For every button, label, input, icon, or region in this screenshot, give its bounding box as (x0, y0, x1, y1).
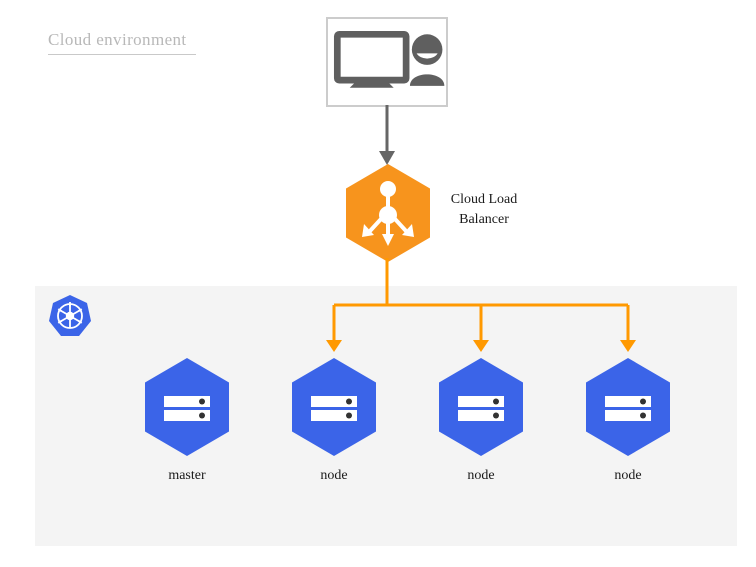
node-hexagon[interactable] (145, 358, 229, 456)
load-balancer-label-line2: Balancer (459, 212, 509, 227)
load-balancer-arrowheads (362, 224, 414, 246)
page-title: Cloud environment (48, 30, 187, 49)
server-icon (439, 358, 523, 456)
load-balancer-hexagon[interactable] (346, 164, 430, 262)
client-box (326, 17, 448, 107)
load-balancer-label: Cloud Load Balancer (438, 190, 530, 230)
node-hexagon[interactable] (292, 358, 376, 456)
node-hexagon[interactable] (439, 358, 523, 456)
node-label: node (614, 468, 642, 483)
node-label: node (467, 468, 495, 483)
server-icon (586, 358, 670, 456)
node-hexagon[interactable] (586, 358, 670, 456)
user-icon (409, 34, 445, 86)
page-title-underline (48, 54, 196, 55)
node-label: master (168, 468, 206, 483)
load-balancer-distribute-icon (368, 181, 408, 238)
server-icon (292, 358, 376, 456)
kubernetes-icon (49, 295, 91, 336)
server-icon (145, 358, 229, 456)
connector-client-to-load-balancer (379, 105, 395, 165)
node-label: node (320, 468, 348, 483)
monitor-icon (333, 30, 410, 88)
load-balancer-label-line1: Cloud Load (450, 192, 518, 207)
client-icons (333, 30, 445, 88)
connector-load-balancer-to-nodes (326, 258, 636, 352)
